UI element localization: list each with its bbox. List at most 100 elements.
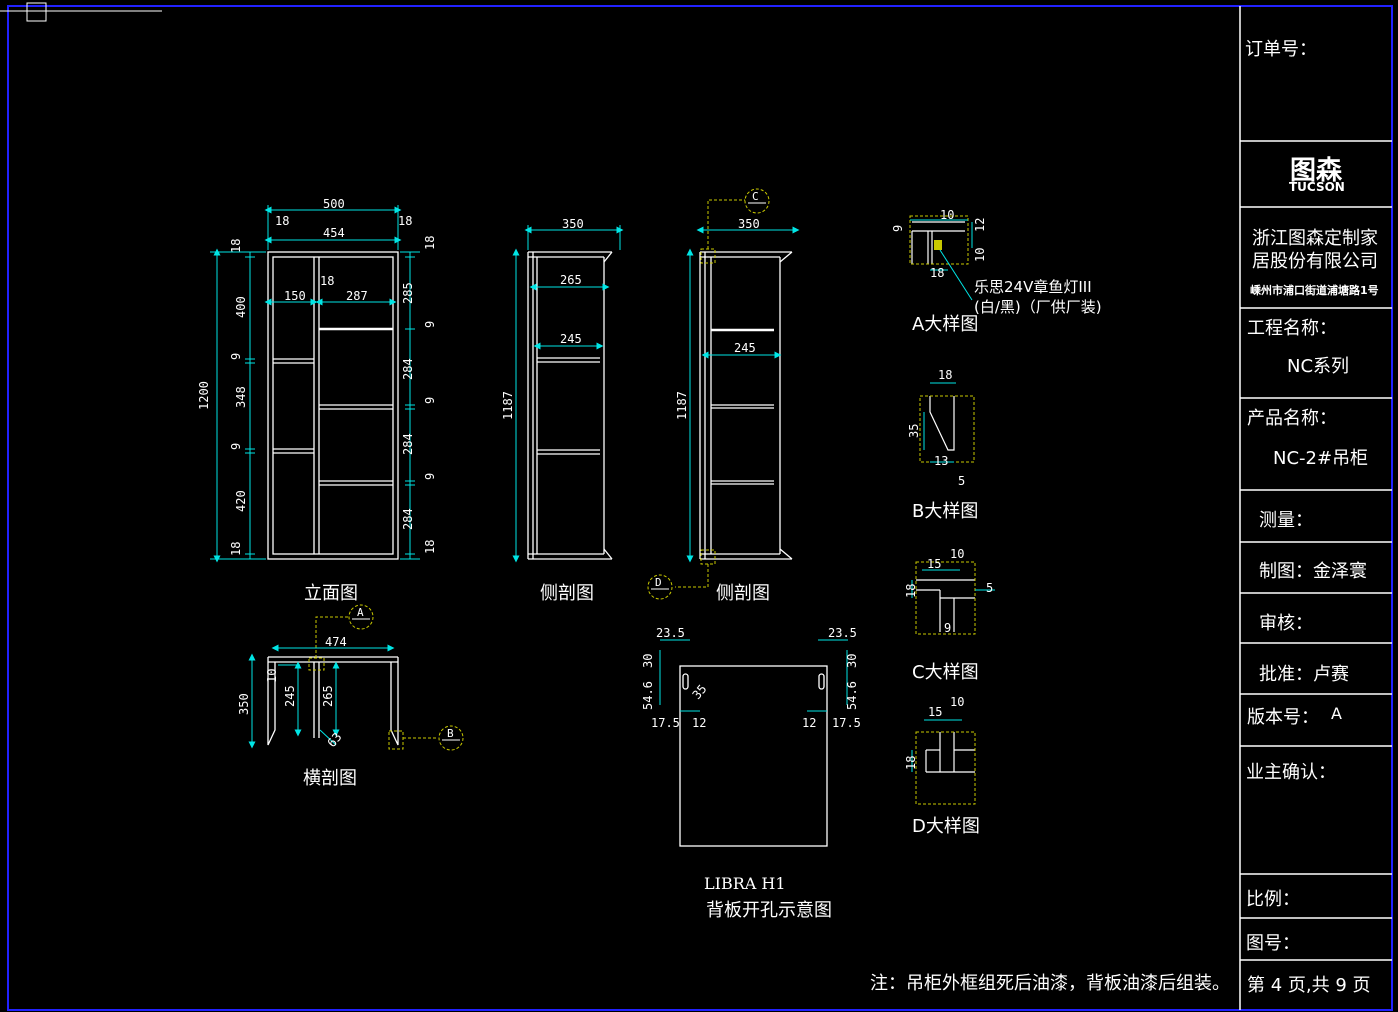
callout-d: D — [647, 574, 673, 600]
drawing-frame — [7, 5, 1393, 1011]
dim-text: 500 — [323, 197, 345, 211]
dim-text: 30 — [641, 654, 655, 668]
project-label: 工程名称： — [1247, 318, 1337, 339]
dim-text: 350 — [738, 217, 760, 231]
scale-label: 比例： — [1246, 889, 1300, 910]
dim-text: 18 — [423, 236, 437, 250]
dim-text: 18 — [320, 274, 334, 288]
dim-text: 10 — [940, 208, 954, 222]
drawing-no-label: 图号： — [1246, 933, 1300, 954]
project-value: NC系列 — [1287, 356, 1350, 377]
dim-text: 12 — [692, 716, 706, 730]
lamp-note-line2: (白/黑)（厂供厂装) — [974, 298, 1102, 316]
dim-text: 348 — [234, 386, 248, 408]
dim-text: 18 — [904, 584, 918, 598]
side-section-1 — [527, 251, 613, 560]
dim-text: 17.5 — [832, 716, 861, 730]
dim-text: 10 — [950, 547, 964, 561]
dim-text: 12 — [802, 716, 816, 730]
dim-text: 23.5 — [828, 626, 857, 640]
dim-text: 10 — [950, 695, 964, 709]
product-value: NC-2#吊柜 — [1273, 448, 1369, 469]
dim-text: 454 — [323, 226, 345, 240]
side-section-2-label: 侧剖图 — [716, 583, 770, 604]
dim-text: 265 — [560, 273, 582, 287]
dim-text: 63 — [325, 730, 345, 750]
company-logo-sub: TUCSON — [1289, 180, 1345, 194]
dim-text: 18 — [275, 214, 289, 228]
back-panel-dimension-text: 23.5 23.5 30 30 54.6 54.6 17.5 12 12 17.… — [641, 626, 861, 730]
detail-c-dimension-text: 15 10 18 5 9 — [904, 547, 993, 635]
dim-text: 18 — [398, 214, 412, 228]
dim-text: 15 — [928, 705, 942, 719]
dim-text: 9 — [423, 473, 437, 480]
lamp-note-line1: 乐思24V章鱼灯III — [974, 278, 1092, 296]
order-no-label: 订单号： — [1245, 39, 1317, 60]
dim-text: 9 — [229, 353, 243, 360]
dim-text: 400 — [234, 296, 248, 318]
dim-text: 287 — [346, 289, 368, 303]
detail-d-hidden — [915, 731, 976, 805]
elevation-dimension-text: 500 18 18 454 18 150 287 1200 18 400 9 3… — [197, 197, 437, 556]
detail-a-label: A大样图 — [912, 314, 979, 335]
detail-c — [916, 579, 975, 632]
detail-c-dimensions — [911, 569, 995, 598]
detail-b-dimension-text: 18 35 13 5 — [907, 368, 965, 488]
dim-text: 35 — [907, 424, 921, 438]
dim-text: 35 — [690, 682, 710, 702]
dim-text: 23.5 — [656, 626, 685, 640]
elevation-dimensions — [210, 205, 420, 563]
company-address: 嵊州市浦口街道浦塘路1号 — [1250, 284, 1379, 297]
back-panel — [679, 665, 828, 847]
dim-text: 1187 — [675, 391, 689, 420]
company-name-line1: 浙江图森定制家 — [1252, 228, 1378, 249]
dim-text: 150 — [284, 289, 306, 303]
approve-label: 批准：卢赛 — [1259, 664, 1349, 685]
dim-text: 12 — [973, 218, 987, 232]
callout-letter: B — [447, 727, 454, 740]
side-section-1-label: 侧剖图 — [540, 583, 594, 604]
dim-text: 30 — [845, 654, 859, 668]
product-label: 产品名称： — [1247, 408, 1337, 429]
detail-c-hidden — [915, 561, 976, 635]
dim-text: 265 — [321, 685, 335, 707]
dim-text: 420 — [234, 490, 248, 512]
dim-text: 5 — [986, 581, 993, 595]
dim-text: 9 — [229, 443, 243, 450]
back-panel-label: 背板开孔示意图 — [706, 900, 832, 921]
dim-text: 1200 — [197, 381, 211, 410]
elevation-view — [267, 251, 399, 560]
side-section-2-dimensions — [686, 226, 800, 563]
dim-text: 9 — [423, 321, 437, 328]
side-section-1-dimension-text: 350 265 245 1187 — [501, 217, 584, 420]
dim-text: 54.6 — [845, 681, 859, 710]
detail-b — [929, 396, 955, 451]
ucs-crosshair-icon — [0, 2, 162, 22]
dim-text: 284 — [401, 433, 415, 455]
detail-a — [911, 221, 965, 264]
dim-text: 18 — [904, 756, 918, 770]
detail-d-dimensions — [911, 719, 962, 772]
cross-section-dimension-text: 474 350 10 245 265 63 — [237, 635, 347, 750]
dim-text: 17.5 — [651, 716, 680, 730]
dim-text: 350 — [562, 217, 584, 231]
dim-text: 18 — [930, 266, 944, 280]
owner-confirm-label: 业主确认： — [1246, 762, 1336, 783]
measure-label: 测量： — [1259, 510, 1313, 531]
callout-letter: D — [655, 576, 662, 589]
side-section-2-dimension-text: 350 245 1187 — [675, 217, 760, 420]
review-label: 审核： — [1259, 613, 1313, 634]
detail-a-hidden — [909, 215, 969, 265]
dim-text: 13 — [934, 454, 948, 468]
dim-text: 245 — [283, 685, 297, 707]
callout-letter: C — [752, 190, 759, 203]
callout-a: A — [348, 604, 374, 630]
drafter-label: 制图：金泽寰 — [1259, 561, 1367, 582]
dim-text: 245 — [734, 341, 756, 355]
page-info: 第 4 页,共 9 页 — [1247, 975, 1371, 996]
dim-text: 350 — [237, 693, 251, 715]
dim-text: 10 — [265, 669, 279, 683]
detail-b-label: B大样图 — [912, 501, 979, 522]
dim-text: 18 — [938, 368, 952, 382]
